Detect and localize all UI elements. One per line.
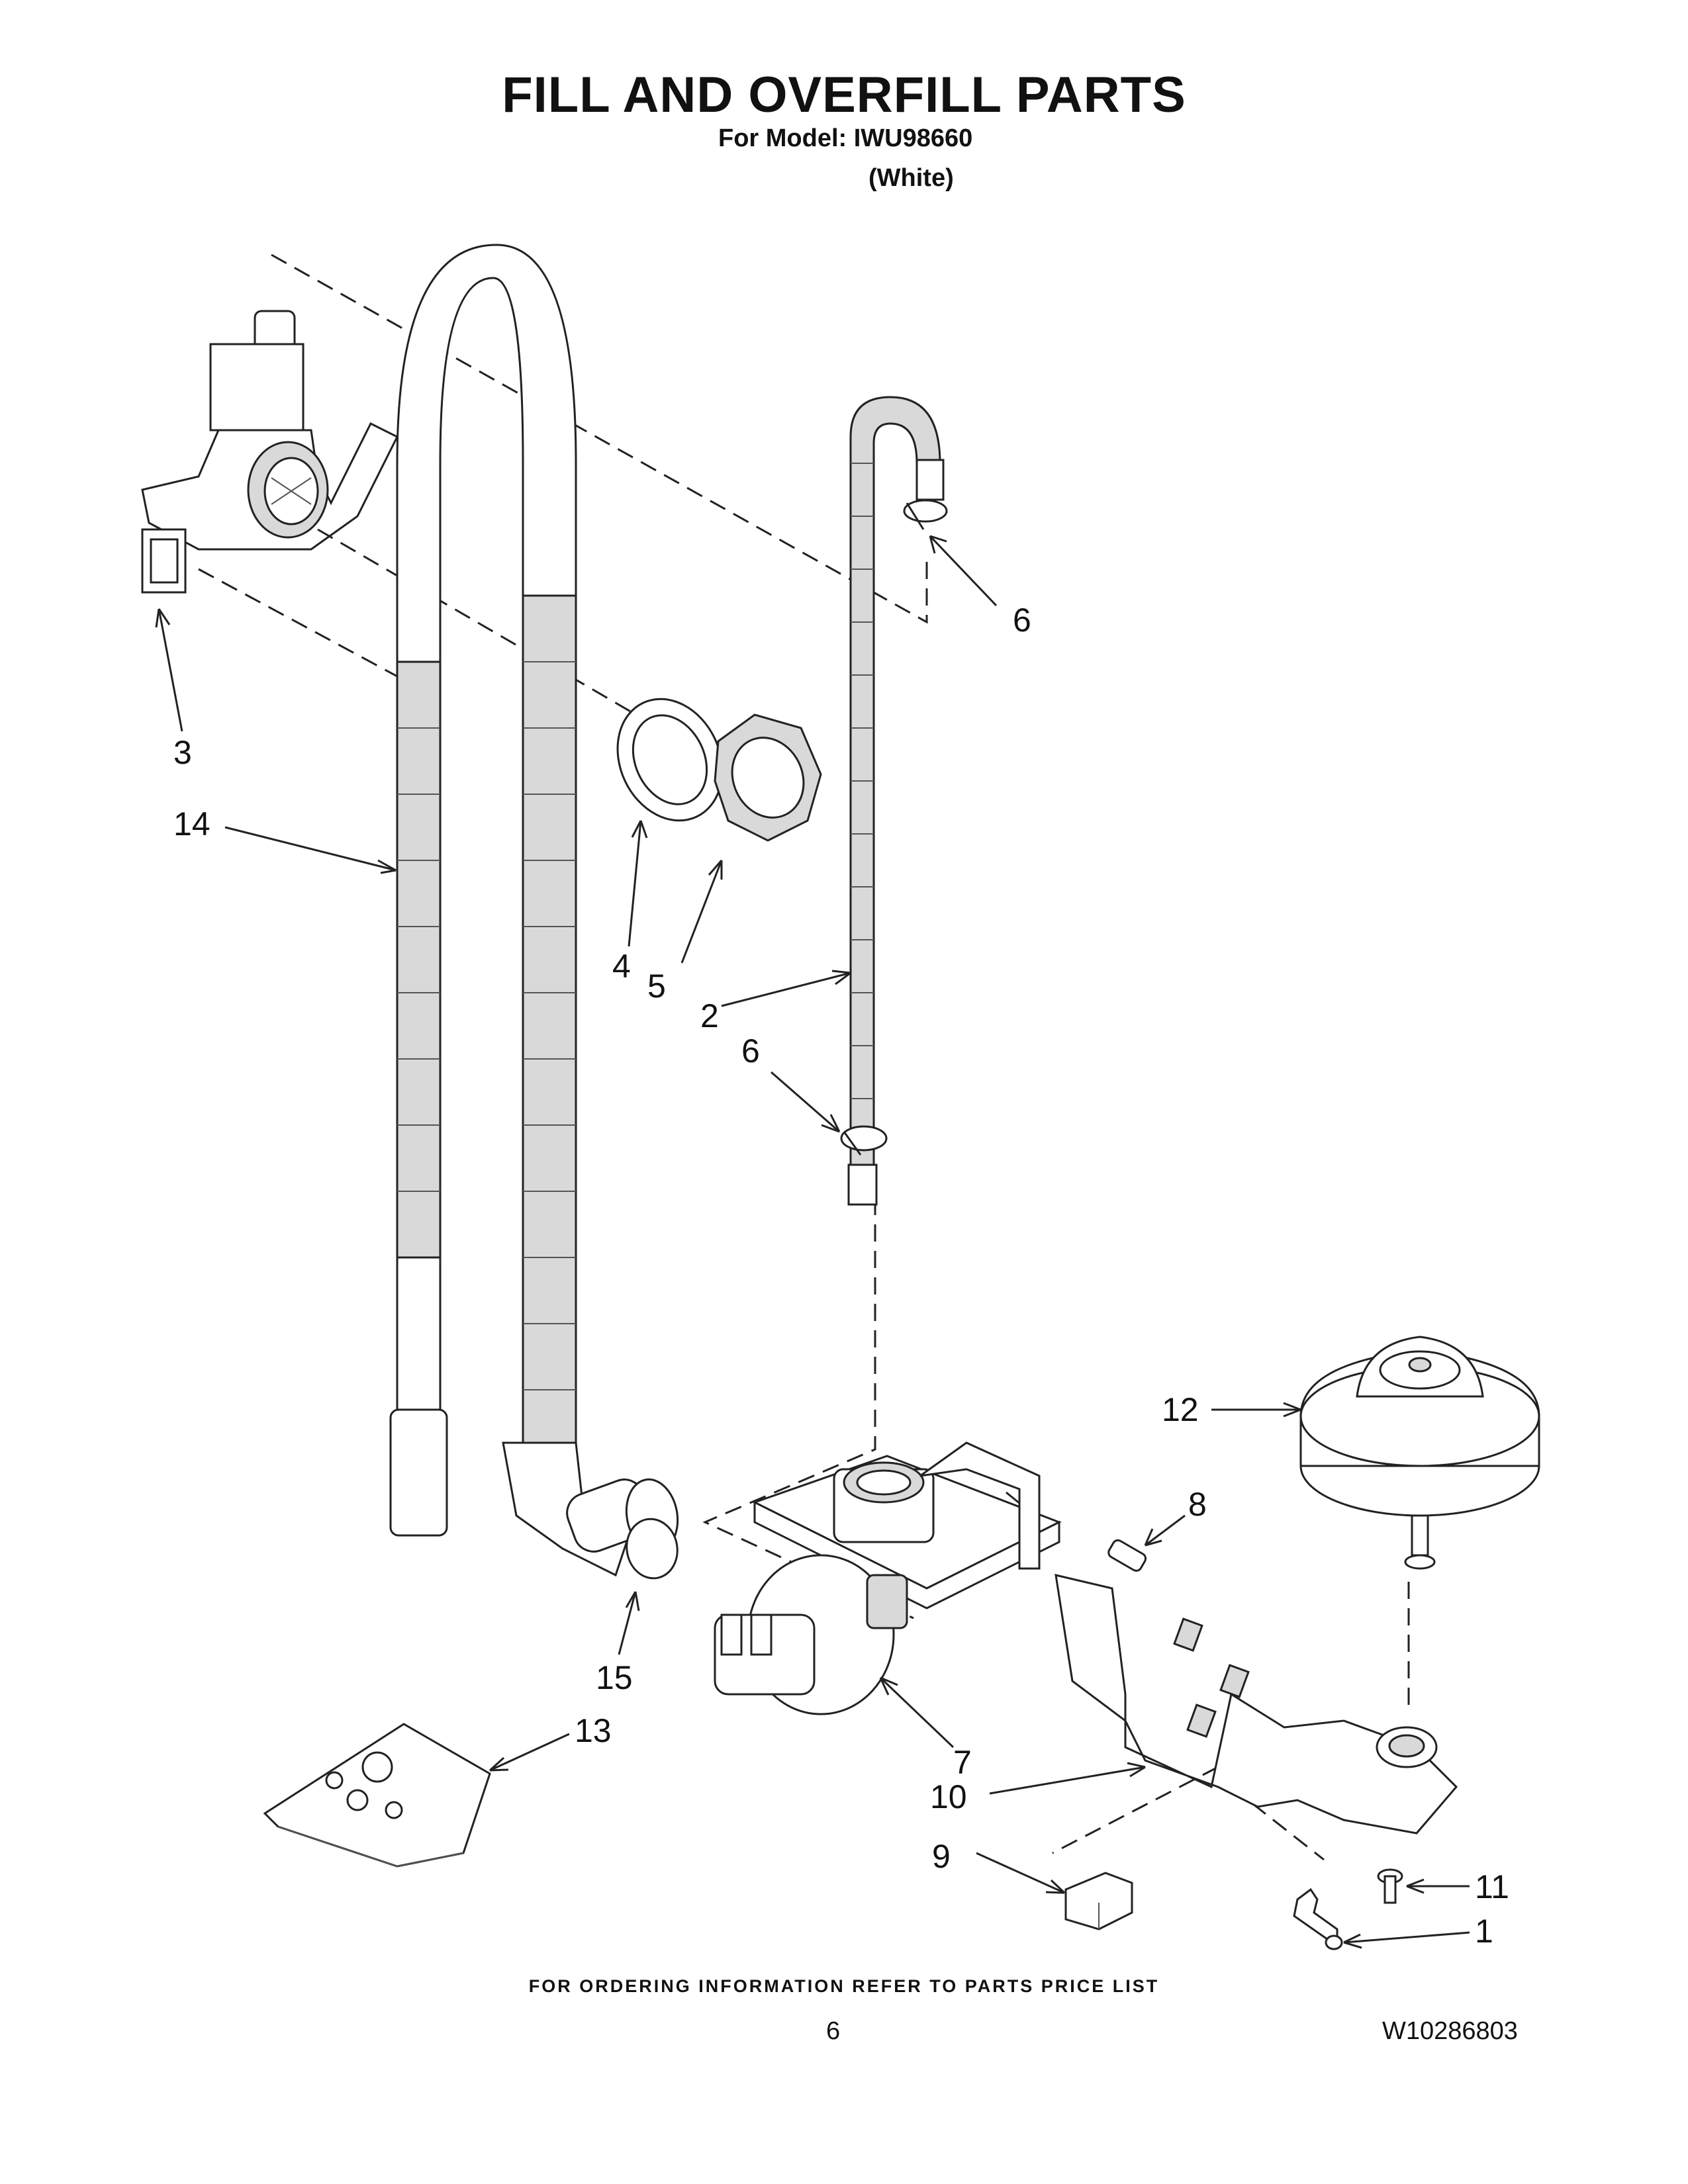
part-10-switch-bracket [1055,1574,1458,1835]
callout-2: 2 [700,997,719,1034]
part-6-clamp-upper [903,499,948,530]
model-color: (White) [868,164,954,192]
callout-8: 8 [1188,1486,1207,1523]
leader-arrows [155,535,1470,1949]
callout-15: 15 [596,1659,633,1696]
part-14-fill-hose [389,244,652,1577]
part-12-float [1299,1336,1540,1570]
part-15-hose-clamp [625,1478,679,1580]
page-number: 6 [826,2017,841,2045]
callout-11: 11 [1475,1868,1509,1905]
callout-7: 7 [953,1744,972,1781]
document-number: W10286803 [1382,2017,1518,2045]
part-6-clamp-lower [840,1125,888,1156]
part-7-water-valve [714,1441,1062,1715]
part-13-hardware-bag [263,1723,491,1868]
callout-3: 3 [173,734,192,771]
callout-6-upper: 6 [1013,602,1031,639]
callout-6-lower: 6 [741,1032,760,1069]
callout-12: 12 [1162,1391,1199,1428]
page-title: FILL AND OVERFILL PARTS [502,67,1186,123]
callout-5: 5 [647,968,666,1005]
part-9-switch [1064,1872,1133,1931]
part-3-fill-housing [141,310,399,594]
model-number: For Model: IWU98660 [718,124,973,152]
part-8-screw [1107,1539,1147,1572]
part-2-inlet-hose [847,396,945,1206]
ordering-note: FOR ORDERING INFORMATION REFER TO PARTS … [528,1976,1160,1996]
part-1-lever [1293,1888,1343,1950]
callout-14: 14 [173,805,211,842]
callout-10: 10 [930,1778,967,1815]
callout-13: 13 [575,1712,612,1749]
callout-4: 4 [612,948,631,985]
part-11-screw [1377,1868,1403,1904]
callout-1: 1 [1475,1913,1493,1950]
part-5-nut [714,713,822,842]
callout-9: 9 [932,1838,951,1875]
part-4-gasket [616,698,724,822]
